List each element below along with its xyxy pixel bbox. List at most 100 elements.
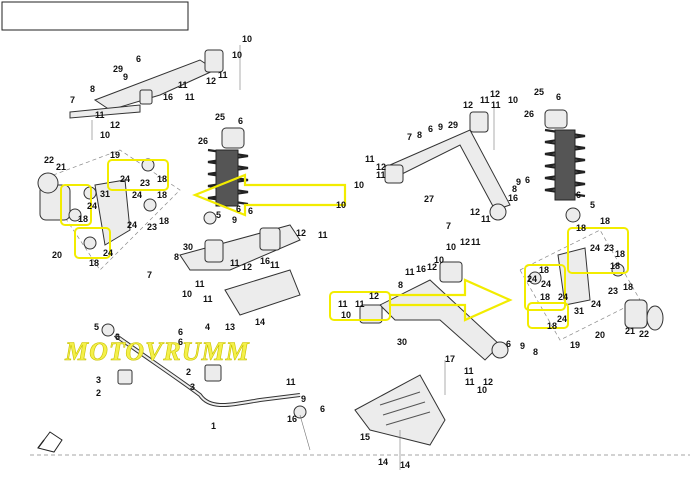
callout-8: 8: [398, 280, 403, 290]
callout-10: 10: [232, 50, 242, 60]
callout-18: 18: [157, 190, 167, 200]
callout-7: 7: [407, 132, 412, 142]
callout-12: 12: [483, 377, 493, 387]
callout-23: 23: [147, 222, 157, 232]
callout-12: 12: [296, 228, 306, 238]
callout-10: 10: [341, 310, 351, 320]
callout-18: 18: [610, 261, 620, 271]
callout-11: 11: [365, 154, 375, 164]
callout-8: 8: [174, 252, 179, 262]
callout-27: 27: [424, 194, 434, 204]
callout-16: 16: [260, 256, 270, 266]
upper-left-a-arm: [69, 49, 224, 119]
callout-29: 29: [113, 64, 123, 74]
callout-12: 12: [242, 262, 252, 272]
callout-9: 9: [516, 177, 521, 187]
callout-19: 19: [110, 150, 120, 160]
callout-18: 18: [600, 216, 610, 226]
callout-6: 6: [576, 190, 581, 200]
callout-11: 11: [95, 110, 105, 120]
callout-12: 12: [460, 237, 470, 247]
callout-14: 14: [400, 460, 410, 470]
callout-11: 11: [185, 92, 195, 102]
lower-right-a-arm: [359, 261, 509, 361]
leader-lines: [91, 45, 495, 470]
callout-31: 31: [574, 306, 584, 316]
front-direction-arrow-icon: [37, 431, 63, 453]
callout-6: 6: [238, 116, 243, 126]
callout-11: 11: [338, 299, 348, 309]
right-shock-absorber: [544, 109, 586, 223]
callout-12: 12: [470, 207, 480, 217]
callout-25: 25: [534, 87, 544, 97]
callout-24: 24: [591, 299, 601, 309]
callout-18: 18: [540, 292, 550, 302]
callout-19: 19: [570, 340, 580, 350]
callout-11: 11: [270, 260, 280, 270]
callout-24: 24: [527, 274, 537, 284]
callout-7: 7: [446, 221, 451, 231]
callout-11: 11: [471, 237, 481, 247]
callout-11: 11: [286, 377, 296, 387]
highlight-arrow-left: [192, 173, 347, 217]
callout-10: 10: [434, 255, 444, 265]
callout-30: 30: [183, 242, 193, 252]
callout-18: 18: [576, 223, 586, 233]
callout-16: 16: [416, 264, 426, 274]
callout-10: 10: [477, 385, 487, 395]
callout-18: 18: [547, 321, 557, 331]
callout-18: 18: [539, 265, 549, 275]
callout-12: 12: [463, 100, 473, 110]
callout-18: 18: [78, 214, 88, 224]
callout-11: 11: [230, 258, 240, 268]
callout-18: 18: [623, 282, 633, 292]
callout-24: 24: [541, 279, 551, 289]
callout-11: 11: [178, 80, 188, 90]
callout-6: 6: [115, 332, 120, 342]
left-shock-absorber: [203, 127, 249, 225]
callout-16: 16: [163, 92, 173, 102]
callout-16: 16: [287, 414, 297, 424]
callout-24: 24: [558, 292, 568, 302]
callout-21: 21: [625, 326, 635, 336]
callout-18: 18: [159, 216, 169, 226]
watermark-text: MOTOVRUMM: [64, 337, 250, 366]
callout-6: 6: [136, 54, 141, 64]
callout-6: 6: [506, 339, 511, 349]
callout-8: 8: [417, 130, 422, 140]
callout-24: 24: [127, 220, 137, 230]
callout-16: 16: [508, 193, 518, 203]
callout-6: 6: [556, 92, 561, 102]
callout-10: 10: [182, 289, 192, 299]
callout-24: 24: [557, 314, 567, 324]
callout-23: 23: [604, 243, 614, 253]
callout-30: 30: [397, 337, 407, 347]
callout-18: 18: [157, 174, 167, 184]
callout-9: 9: [232, 215, 237, 225]
callout-11: 11: [318, 230, 328, 240]
left-knuckle-outline: [39, 149, 181, 271]
callout-26: 26: [524, 109, 534, 119]
callout-7: 7: [70, 95, 75, 105]
callout-11: 11: [218, 70, 228, 80]
callout-labels: 10 10 11 12 6 29 9 8 7 16 11 11 12 10 11…: [44, 34, 649, 470]
callout-23: 23: [608, 286, 618, 296]
callout-12: 12: [490, 89, 500, 99]
callout-11: 11: [464, 366, 474, 376]
callout-2: 2: [96, 388, 101, 398]
callout-5: 5: [94, 322, 99, 332]
callout-18: 18: [615, 249, 625, 259]
callout-24: 24: [590, 243, 600, 253]
callout-24: 24: [87, 201, 97, 211]
callout-22: 22: [639, 329, 649, 339]
callout-20: 20: [595, 330, 605, 340]
callout-14: 14: [378, 457, 388, 467]
callout-12: 12: [369, 291, 379, 301]
callout-10: 10: [336, 200, 346, 210]
right-steering-knuckle: [528, 247, 664, 331]
highlight-arrow-right: [388, 278, 513, 322]
callout-10: 10: [242, 34, 252, 44]
callout-24: 24: [132, 190, 142, 200]
callout-23: 23: [140, 178, 150, 188]
